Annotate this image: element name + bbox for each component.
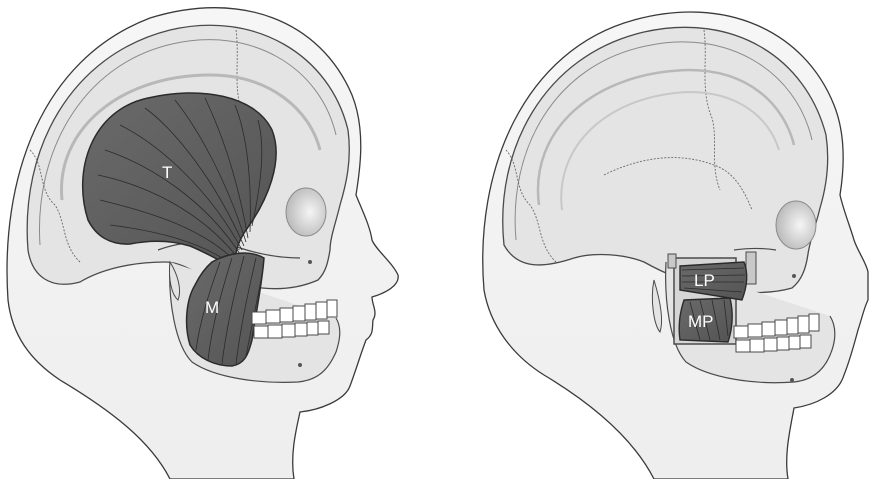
infraorbital-foramen — [308, 260, 312, 264]
temporalis-label: T — [162, 163, 172, 182]
zygoma-cut-face — [746, 252, 756, 284]
left-head-svg: T M — [0, 0, 434, 479]
masseter-label: M — [205, 298, 219, 317]
right-head-illustration: LP MP — [434, 0, 869, 479]
medial-pterygoid-label: MP — [688, 312, 714, 331]
right-head-svg: LP MP — [434, 0, 869, 479]
mental-foramen — [298, 363, 302, 367]
skull-outline — [503, 27, 828, 292]
lateral-pterygoid-label: LP — [694, 271, 715, 290]
condyle-cut — [668, 254, 676, 268]
orbit — [776, 201, 816, 249]
left-head-illustration: T M — [0, 0, 434, 479]
orbit — [286, 188, 326, 236]
mental-foramen — [790, 378, 794, 382]
infraorbital-foramen — [792, 274, 796, 278]
